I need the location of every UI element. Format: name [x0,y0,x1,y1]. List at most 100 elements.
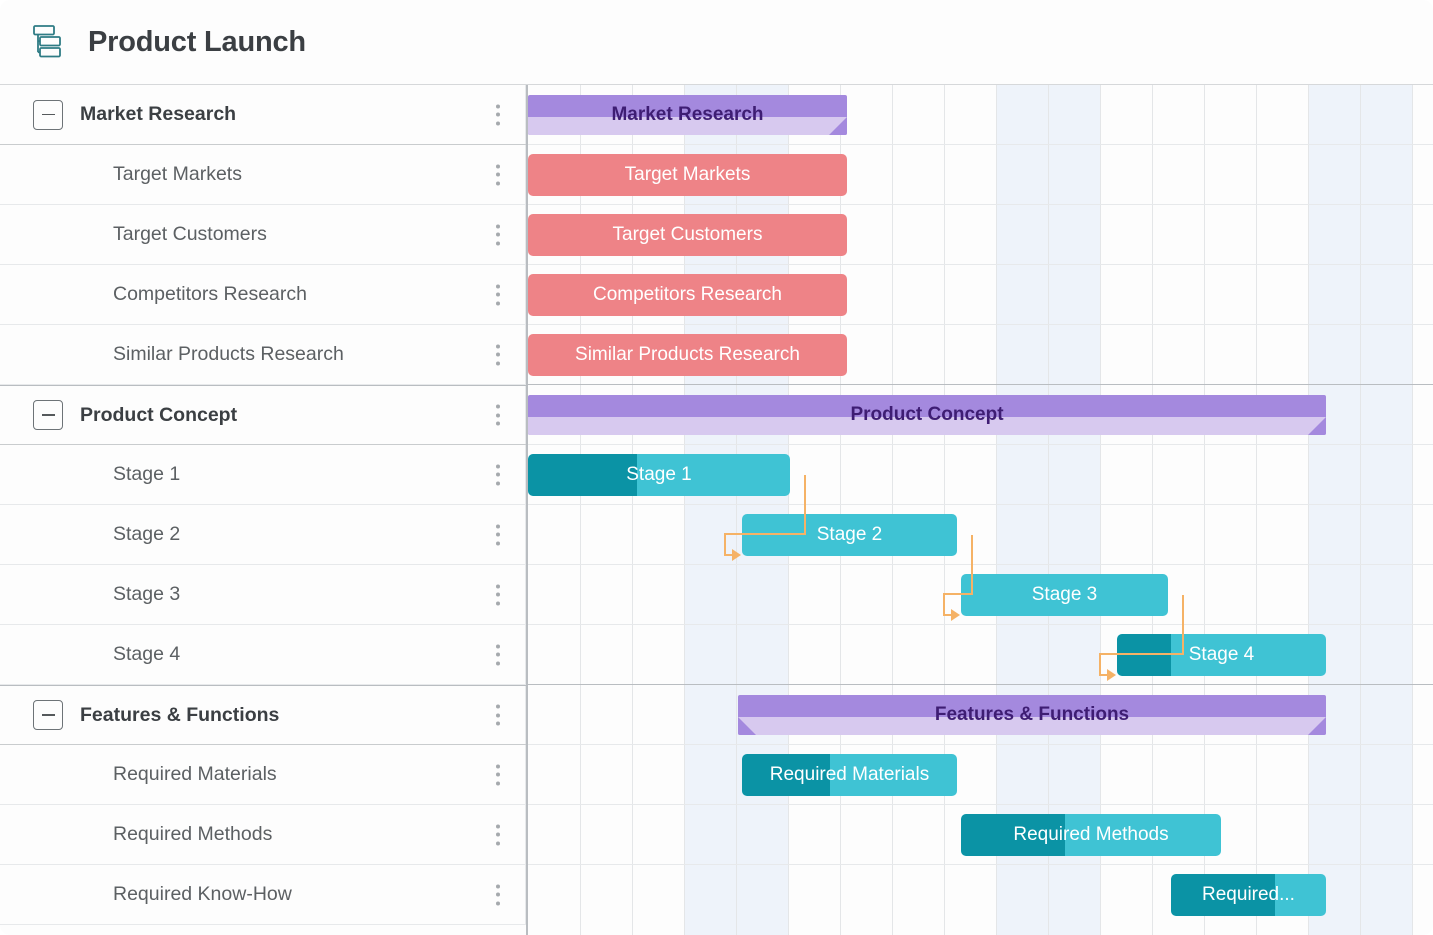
grid-row-line [528,504,1433,505]
task-row-required-know-how[interactable]: Required Know-How [0,865,526,925]
row-menu-icon[interactable] [490,701,506,730]
task-label: Stage 2 [113,523,181,545]
row-menu-icon[interactable] [490,520,506,549]
collapse-icon[interactable] [33,700,63,730]
task-bar-stage-4[interactable]: Stage 4 [1117,634,1326,676]
collapse-icon[interactable] [33,400,63,430]
task-bar-competitors-research[interactable]: Competitors Research [528,274,847,316]
task-list-panel: Market Research Target Markets Target Cu… [0,85,528,935]
task-progress [528,454,637,496]
row-menu-icon[interactable] [490,640,506,669]
bar-label: Market Research [611,104,764,125]
task-row-market-research[interactable]: Market Research [0,85,526,145]
bar-label: Product Concept [850,404,1004,425]
grid-row-line [528,564,1433,565]
task-bar-target-customers[interactable]: Target Customers [528,214,847,256]
summary-bar-features-functions[interactable]: Features & Functions [738,695,1326,735]
task-row-competitors-research[interactable]: Competitors Research [0,265,526,325]
task-bar-required-know-how[interactable]: Required... [1171,874,1326,916]
row-divider [525,745,526,804]
grid-row-line [528,444,1433,445]
page-title: Product Launch [88,25,306,58]
task-bar-stage-3[interactable]: Stage 3 [961,574,1168,616]
row-menu-icon[interactable] [490,160,506,189]
task-label: Stage 3 [113,583,181,605]
task-row-product-concept[interactable]: Product Concept [0,385,526,445]
task-bar-similar-products-research[interactable]: Similar Products Research [528,334,847,376]
grid-line [684,85,685,935]
grid-row-line [528,144,1433,145]
task-label: Required Know-How [113,883,292,905]
row-divider [525,445,526,504]
grid-row-line [528,744,1433,745]
grid-line [944,85,945,935]
task-row-stage-4[interactable]: Stage 4 [0,625,526,685]
task-bar-stage-1[interactable]: Stage 1 [528,454,790,496]
task-bar-required-materials[interactable]: Required Materials [742,754,957,796]
task-row-target-customers[interactable]: Target Customers [0,205,526,265]
bar-label: Stage 3 [1031,584,1098,605]
task-row-features-functions[interactable]: Features & Functions [0,685,526,745]
row-menu-icon[interactable] [490,460,506,489]
task-label: Target Customers [113,223,267,245]
row-menu-icon[interactable] [490,820,506,849]
task-progress [742,754,830,796]
row-divider [525,625,526,684]
row-menu-icon[interactable] [490,280,506,309]
dependency-arrowhead [1107,669,1116,681]
dependency-link [1182,595,1184,655]
grid-line [736,85,737,935]
task-row-stage-3[interactable]: Stage 3 [0,565,526,625]
bar-label: Features & Functions [934,704,1130,725]
row-menu-icon[interactable] [490,760,506,789]
bar-label: Stage 1 [626,464,692,485]
grid-line [580,85,581,935]
grid-line [632,85,633,935]
bar-label: Required Materials [769,764,930,785]
dependency-link [1099,674,1108,676]
dependency-link [724,554,733,556]
dependency-link [724,533,726,555]
grid-line [1308,85,1309,935]
summary-bar-product-concept[interactable]: Product Concept [528,395,1326,435]
summary-cap-right [1308,417,1326,435]
task-label: Product Concept [80,403,238,426]
row-menu-icon[interactable] [490,100,506,129]
bar-label: Target Customers [612,224,763,245]
grid-line [788,85,789,935]
task-row-target-markets[interactable]: Target Markets [0,145,526,205]
bar-label: Required... [1202,884,1295,905]
row-menu-icon[interactable] [490,340,506,369]
task-label: Market Research [80,103,237,125]
task-bar-required-methods[interactable]: Required Methods [961,814,1221,856]
row-menu-icon[interactable] [490,580,506,609]
task-row-stage-1[interactable]: Stage 1 [0,445,526,505]
gantt-chart-icon [33,25,61,58]
grid-line [892,85,893,935]
row-menu-icon[interactable] [490,880,506,909]
summary-cap-right [1308,717,1326,735]
row-divider [525,805,526,864]
task-row-required-methods[interactable]: Required Methods [0,805,526,865]
summary-cap-left [738,717,756,735]
task-row-required-materials[interactable]: Required Materials [0,745,526,805]
dependency-link [804,475,806,535]
task-row-stage-2[interactable]: Stage 2 [0,505,526,565]
task-bar-target-markets[interactable]: Target Markets [528,154,847,196]
grid-row-line [528,864,1433,865]
task-bar-stage-2[interactable]: Stage 2 [742,514,957,556]
dependency-link [1099,653,1101,675]
grid-line [840,85,841,935]
gantt-timeline-panel[interactable]: Market Research Target Markets Target Cu… [528,85,1433,935]
summary-bar-market-research[interactable]: Market Research [528,95,847,135]
row-divider [525,205,526,264]
bar-label: Similar Products Research [575,344,800,365]
task-label: Target Markets [113,163,242,185]
collapse-icon[interactable] [33,99,63,130]
task-row-similar-products-research[interactable]: Similar Products Research [0,325,526,385]
row-menu-icon[interactable] [490,220,506,249]
grid-line [1100,85,1101,935]
row-menu-icon[interactable] [490,401,506,430]
grid-line [1152,85,1153,935]
